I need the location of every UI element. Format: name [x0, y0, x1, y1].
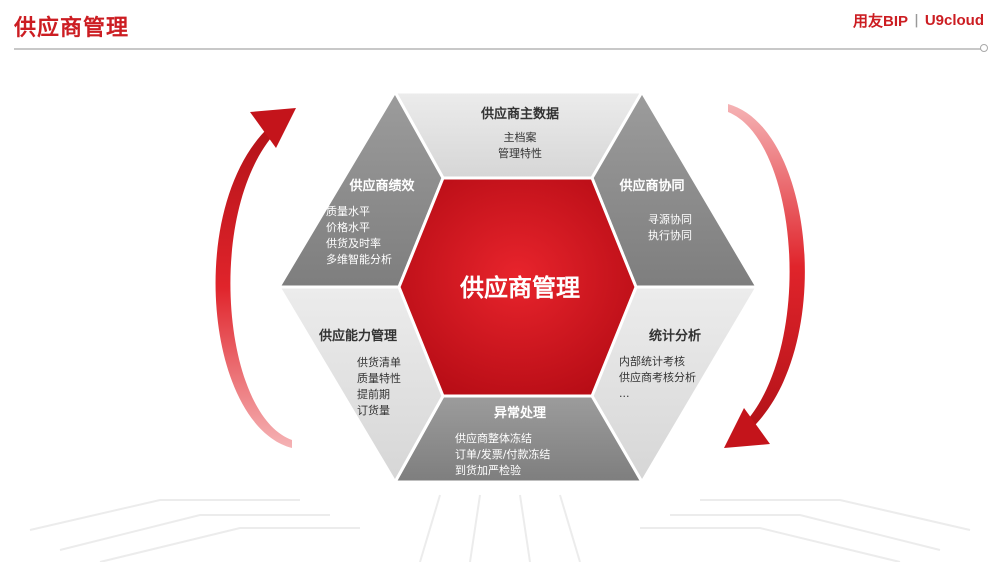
segment-lower-left-title: 供应能力管理	[318, 328, 397, 344]
segment-lower-left-item: 订货量	[357, 403, 390, 417]
center-title: 供应商管理	[459, 274, 580, 302]
title-divider	[14, 48, 984, 50]
divider-end-dot	[980, 44, 988, 52]
curved-arrow-down-icon	[724, 104, 805, 448]
segment-lower-left-item: 供货清单	[357, 355, 401, 369]
center-hexagon	[397, 176, 638, 398]
brand-logo: 用友BIP | U9cloud	[853, 10, 984, 31]
segment-upper-left-item: 质量水平	[326, 205, 370, 218]
brand-separator: |	[914, 13, 919, 28]
segment-lower-right-item: 供应商考核分析	[619, 370, 696, 384]
curved-arrow-up-icon	[215, 108, 296, 448]
segment-upper-right-item: 寻源协同	[648, 212, 692, 226]
segment-lower-right-item: ...	[619, 387, 630, 400]
segment-bottom-item: 供应商整体冻结	[455, 431, 532, 445]
brand-secondary: U9cloud	[924, 12, 984, 29]
segment-upper-left-title: 供应商绩效	[348, 178, 415, 194]
segment-lower-right-item: 内部统计考核	[619, 354, 685, 368]
segment-lower-left-item: 质量特性	[357, 371, 401, 385]
segment-top-item: 管理特性	[498, 146, 542, 160]
brand-primary: 用友BIP	[853, 13, 909, 30]
segment-bottom-item: 到货加严检验	[455, 463, 521, 477]
segment-upper-left-item: 价格水平	[326, 220, 370, 234]
segment-upper-left-item: 供货及时率	[326, 236, 381, 250]
segment-bottom-title: 异常处理	[494, 405, 546, 421]
segment-top-title: 供应商主数据	[480, 106, 559, 122]
segment-top-item: 主档案	[504, 130, 537, 144]
segment-lower-right-title: 统计分析	[649, 328, 701, 344]
segment-bottom-item: 订单/发票/付款冻结	[455, 447, 550, 461]
page-title: 供应商管理	[14, 16, 130, 41]
segment-upper-right-item: 执行协同	[648, 228, 692, 242]
background-circuit-lines	[29, 494, 971, 562]
segment-upper-left-item: 多维智能分析	[326, 252, 392, 266]
segment-upper-right-title: 供应商协同	[618, 178, 684, 194]
segment-lower-left-item: 提前期	[357, 387, 390, 401]
